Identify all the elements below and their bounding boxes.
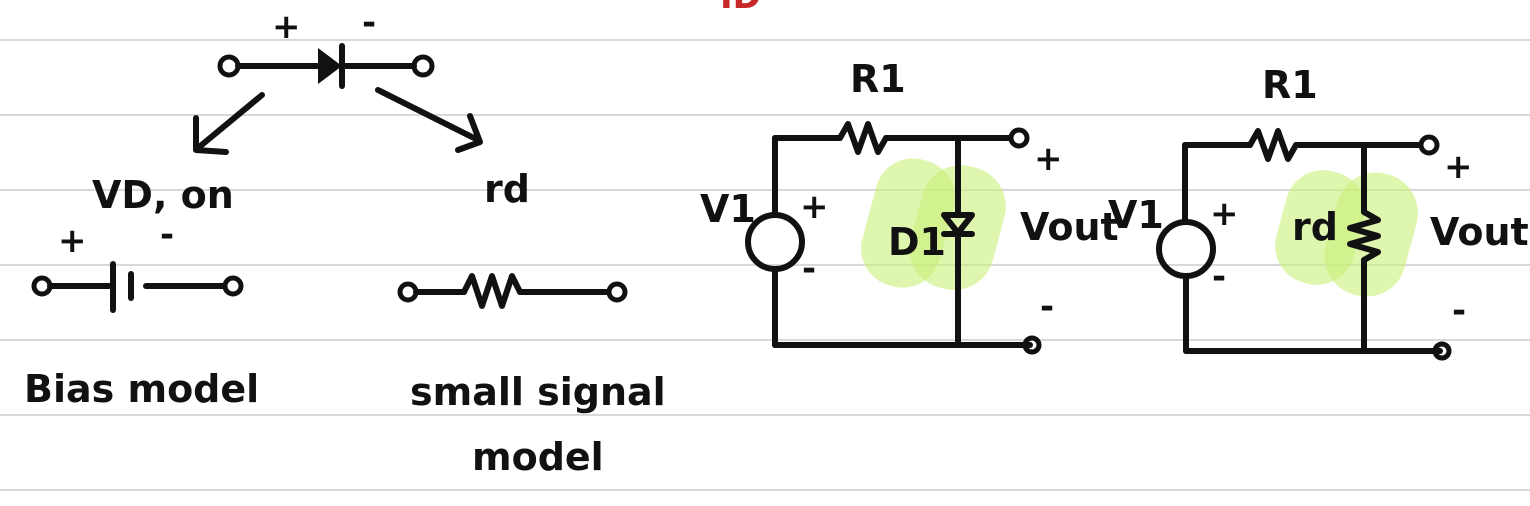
small-signal-caption-line2: model: [472, 435, 604, 479]
c2-out-plus: +: [1444, 147, 1473, 187]
c2-output-label: Vout: [1430, 210, 1529, 254]
diode-circuit: [745, 121, 1042, 355]
c1-source-plus: +: [800, 187, 829, 227]
c1-out-minus: -: [1040, 287, 1054, 327]
bias-voltage-label: VD, on: [92, 173, 234, 217]
c2-rd-label: rd: [1292, 205, 1338, 249]
bias-plus-sign: +: [58, 221, 87, 261]
c2-source-plus: +: [1210, 194, 1239, 234]
c1-output-label: Vout: [1020, 205, 1119, 249]
rd-circuit: [1156, 128, 1452, 361]
bias-minus-sign: -: [160, 215, 174, 255]
arrow-to-bias: [193, 92, 265, 155]
c1-out-plus: +: [1034, 139, 1063, 179]
c2-out-minus: -: [1452, 291, 1466, 331]
diode-minus-sign: -: [362, 3, 376, 43]
c1-source-minus: -: [802, 249, 816, 289]
c2-resistor-label: R1: [1262, 63, 1318, 107]
arrow-to-small-signal: [375, 87, 483, 153]
c1-diode-label: D1: [888, 220, 946, 264]
c2-source-minus: -: [1212, 257, 1226, 297]
small-signal-resistor: [397, 273, 628, 309]
top-red-fragment: ID: [720, 0, 761, 17]
small-signal-caption-line1: small signal: [410, 370, 666, 414]
c1-resistor-label: R1: [850, 57, 906, 101]
battery-symbol: [31, 261, 244, 313]
rd-circuit-highlight: [1275, 170, 1418, 297]
ruled-lines: [0, 39, 1530, 491]
diode-symbol: [217, 43, 435, 89]
c1-source-label: V1: [700, 187, 756, 231]
bias-model-caption: Bias model: [24, 367, 259, 411]
rd-label: rd: [484, 167, 530, 211]
diode-plus-sign: +: [272, 7, 301, 47]
c2-source-label: V1: [1108, 193, 1164, 237]
